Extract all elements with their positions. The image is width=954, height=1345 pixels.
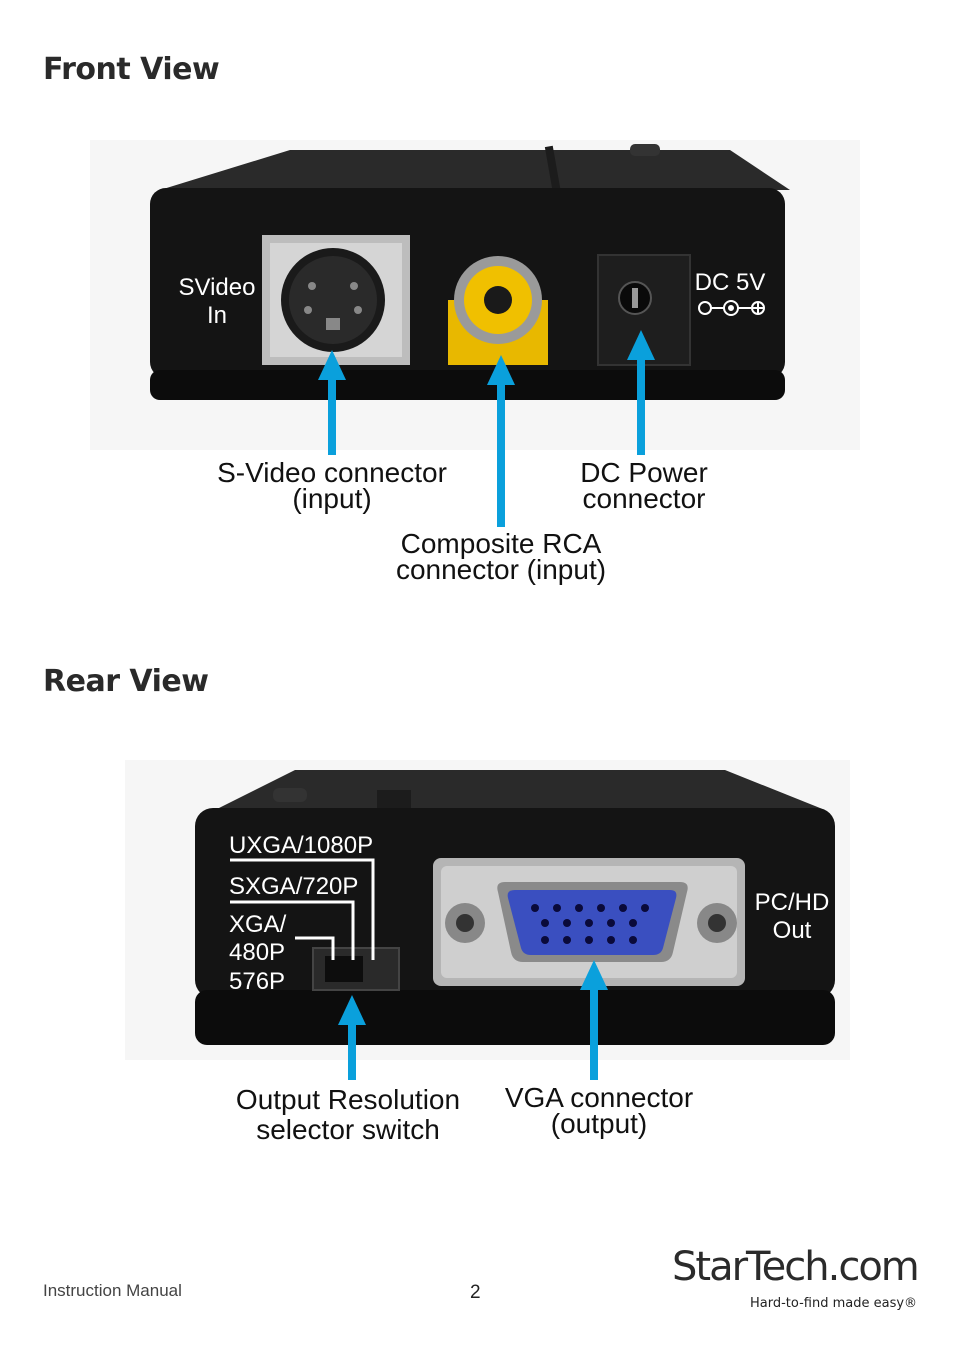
res-480p-label: 480P: [229, 939, 285, 966]
front-arrows: [318, 330, 655, 527]
dc-5v-label: DC 5V: [695, 269, 766, 296]
page-number: 2: [470, 1282, 481, 1303]
rear-view-photo: UXGA/1080P SXGA/720P XGA/ 480P 576P PC/H…: [125, 760, 850, 1060]
res-576p-label: 576P: [229, 968, 285, 995]
svideo-arrow-head: [318, 350, 346, 380]
vga-arrow-head: [580, 960, 608, 990]
composite-rca-callout: Composite RCA connector (input): [395, 528, 607, 585]
rear-view-heading: Rear View: [43, 664, 209, 699]
dc-arrow-head: [627, 330, 655, 360]
dc-power-callout: DC Power connector: [580, 457, 708, 514]
switch-arrow-head: [338, 995, 366, 1025]
pc-hd-out-label-2: Out: [773, 917, 812, 944]
pc-hd-out-label: PC/HD: [755, 889, 830, 916]
footer-manual-label: Instruction Manual: [43, 1281, 182, 1300]
rca-arrow-head: [487, 355, 515, 385]
polarity-icon: [698, 300, 765, 316]
res-xga-label: XGA/: [229, 911, 287, 938]
front-view-heading: Front View: [43, 52, 220, 87]
front-view-photo: SVideo In DC 5V: [90, 140, 860, 450]
svideo-in-label-2: In: [207, 302, 227, 329]
vga-connector-callout: VGA connector (output): [504, 1082, 694, 1139]
startech-logo: StarTech.com: [672, 1244, 920, 1290]
svideo-callout: S-Video connector (input): [217, 457, 447, 514]
logo-tagline: Hard-to-find made easy®: [750, 1296, 918, 1311]
res-sxga-label: SXGA/720P: [229, 873, 358, 900]
output-resolution-callout: Output Resolution selector switch: [235, 1084, 461, 1145]
rear-arrows: [338, 960, 608, 1080]
res-uxga-label: UXGA/1080P: [229, 832, 373, 859]
svideo-in-label: SVideo: [179, 274, 256, 301]
